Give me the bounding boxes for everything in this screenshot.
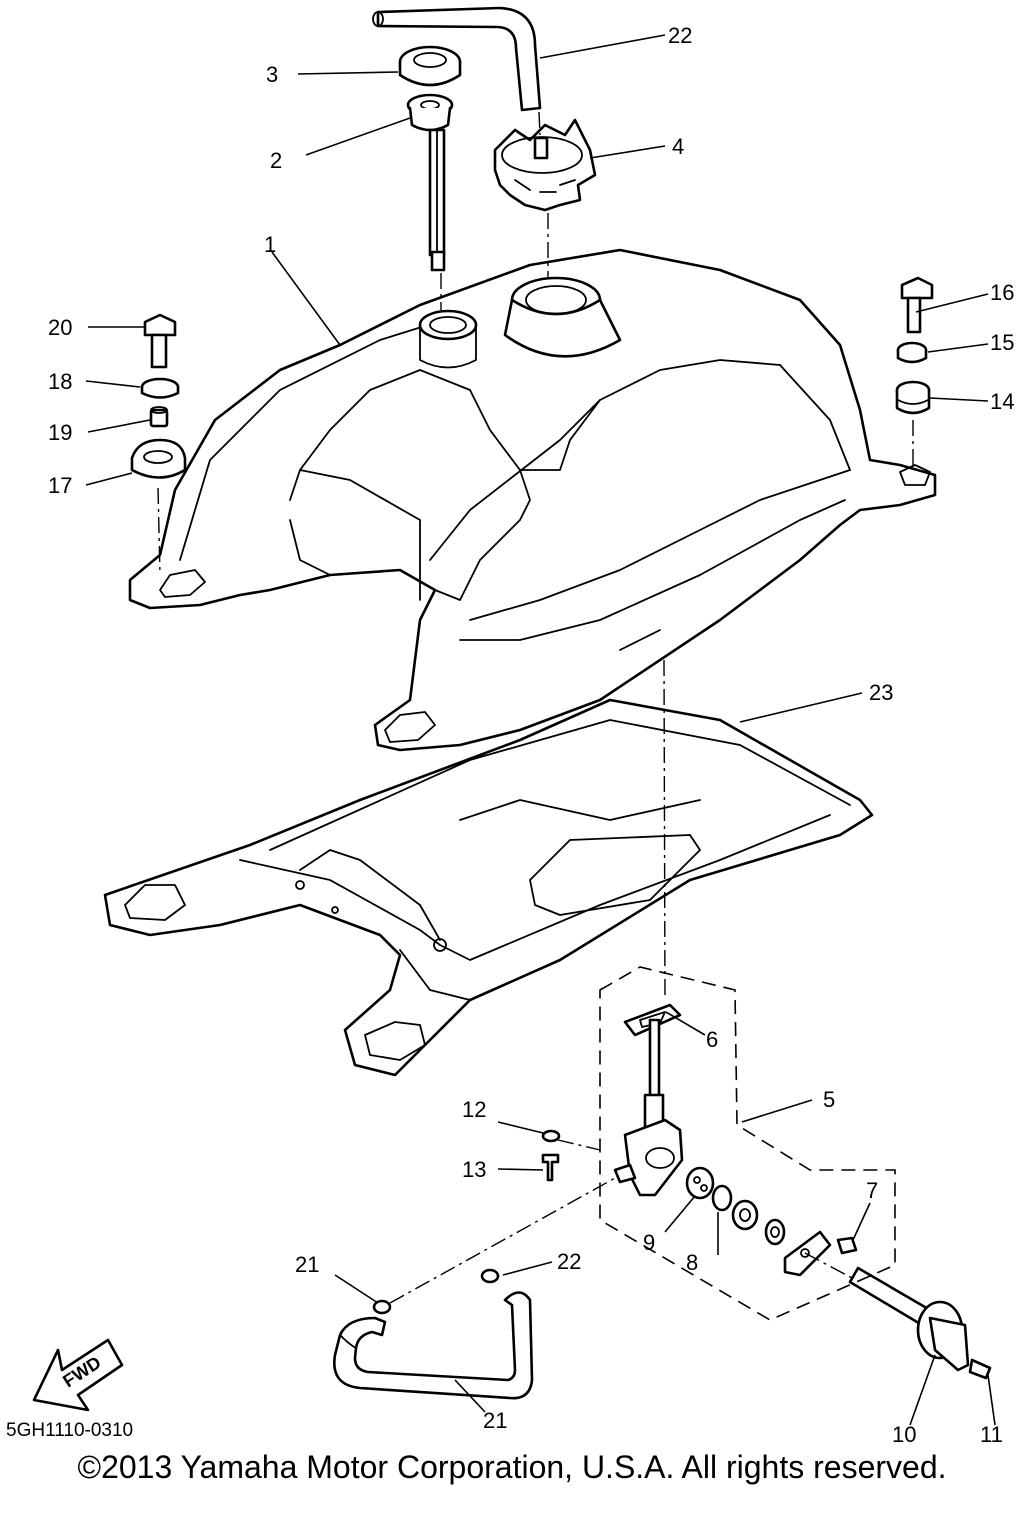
- ring-part: [398, 45, 462, 87]
- forward-direction-arrow: FWD: [32, 1338, 124, 1412]
- callout-4: 4: [672, 134, 684, 159]
- diagram-code: 5GH1110-0310: [6, 1420, 134, 1441]
- breather-hose-part: [372, 6, 542, 112]
- callout-14: 14: [990, 389, 1014, 414]
- callout-18: 18: [48, 369, 72, 394]
- callout-23: 22: [668, 23, 692, 48]
- callout-17: 17: [48, 473, 72, 498]
- fuel-cock-assembly-outline: [599, 966, 896, 1321]
- callout-16: 16: [990, 280, 1014, 305]
- callout-9: 9: [643, 1230, 655, 1255]
- callout-13: 13: [462, 1157, 486, 1182]
- callout-3: 3: [266, 62, 278, 87]
- fuel-cock-part: [613, 1003, 992, 1380]
- callout-8: 8: [686, 1250, 698, 1275]
- callout-1: 1: [264, 232, 276, 257]
- callout-10: 10: [892, 1422, 916, 1447]
- fuel-hose-part: [332, 1291, 534, 1400]
- callout-2: 2: [270, 148, 282, 173]
- fuel-tank-part: [128, 248, 937, 752]
- callout-15: 15: [990, 330, 1014, 355]
- callout-21-label: 21: [483, 1408, 507, 1433]
- callout-11: 11: [980, 1422, 1003, 1447]
- fuel-gauge-part: [406, 93, 454, 272]
- fuel-cap-part: [493, 118, 597, 212]
- leader-lines: [85, 34, 996, 1426]
- callout-7: 7: [866, 1178, 878, 1203]
- callout-19: 19: [48, 420, 72, 445]
- callout-labels: 3 2 1 4 22 23 16 15 14 20 18 19 17 6 5 7…: [48, 23, 1014, 1447]
- callout-22a: 21: [295, 1252, 319, 1277]
- right-bolt-stack: [895, 276, 934, 415]
- hose-clip-parts: [372, 1268, 500, 1315]
- tank-cover-part: [103, 698, 874, 1077]
- copyright-notice: ©2013 Yamaha Motor Corporation, U.S.A. A…: [77, 1449, 947, 1485]
- callout-24: 23: [869, 680, 893, 705]
- left-bolt-stack: [130, 313, 187, 479]
- callout-20: 20: [48, 315, 72, 340]
- callout-12: 12: [462, 1097, 486, 1122]
- centerlines: [157, 111, 914, 1304]
- callout-22b: 22: [557, 1249, 581, 1274]
- callout-5: 5: [823, 1087, 835, 1112]
- washer-screw-parts: [541, 1129, 561, 1182]
- callout-6: 6: [706, 1027, 718, 1052]
